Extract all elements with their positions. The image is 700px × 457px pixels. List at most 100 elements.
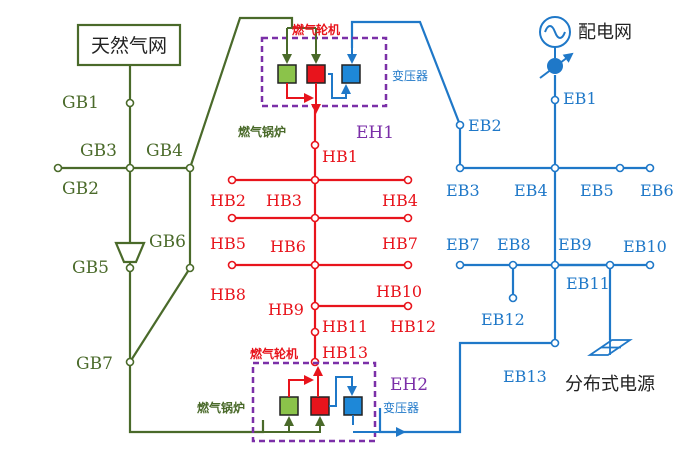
eh2-gas-to-turbine xyxy=(289,416,325,433)
gas-line-to-eh2 xyxy=(128,420,265,434)
gas-label-gb4: GB4 xyxy=(146,141,183,161)
eh1-turbine-elec xyxy=(328,73,351,99)
heat-label-hb11: HB11 xyxy=(322,317,368,336)
heat-node-hb5 xyxy=(227,260,237,270)
gas-label-gb2: GB2 xyxy=(62,179,99,199)
gas-nodes xyxy=(53,98,195,367)
eh2-turbine-label: 燃气轮机 xyxy=(250,346,298,361)
eh1-label: EH1 xyxy=(356,123,394,143)
elec-node-eb10 xyxy=(645,260,655,270)
eh1-turbine-label: 燃气轮机 xyxy=(292,22,340,37)
eh1-boiler-label: 燃气锅炉 xyxy=(238,124,286,139)
heat-label-hb1: HB1 xyxy=(322,147,358,166)
eh2-boiler-label: 燃气锅炉 xyxy=(197,400,245,415)
elec-label-eb13: EB13 xyxy=(503,367,547,386)
elec-label-eb3: EB3 xyxy=(446,181,480,200)
gas-label-gb3: GB3 xyxy=(80,141,117,161)
eh2-boundary xyxy=(251,361,377,443)
elec-node-eb9 xyxy=(550,260,560,270)
heat-node-hb4 xyxy=(403,175,413,185)
gas-label-gb1: GB1 xyxy=(62,93,99,113)
gas-node-gb4 xyxy=(185,163,195,173)
elec-label-eb11: EB11 xyxy=(566,274,610,293)
elec-node-eb13 xyxy=(550,338,560,348)
elec-node-eb12 xyxy=(508,293,518,303)
heat-label-hb12: HB12 xyxy=(390,317,436,336)
heat-node-r2c xyxy=(403,213,413,223)
heat-node-r2a xyxy=(227,213,237,223)
ac-source-icon xyxy=(539,16,571,58)
heat-node-hb7 xyxy=(403,260,413,270)
energy-hub-eh1: 燃气轮机 变压器 燃气锅炉 EH1 xyxy=(238,22,428,143)
elec-grid-label: 配电网 xyxy=(578,22,632,43)
heat-node-hb10 xyxy=(403,301,413,311)
eh1-boiler-heat xyxy=(286,83,314,103)
heat-label-hb5: HB5 xyxy=(210,234,246,253)
heat-label-hb13: HB13 xyxy=(322,343,368,362)
heat-label-hb9: HB9 xyxy=(268,300,304,319)
heat-node-hb9 xyxy=(310,301,320,311)
elec-line-eh1-to-eb4 xyxy=(350,20,462,168)
elec-node-eb8 xyxy=(508,260,518,270)
eh2-transformer-label: 变压器 xyxy=(383,400,419,415)
gas-network xyxy=(58,16,294,434)
eh2-boiler-heat xyxy=(288,375,314,397)
heat-label-hb4: HB4 xyxy=(382,191,418,210)
compressor-icon xyxy=(114,241,146,264)
eh1-boiler-box xyxy=(277,64,297,84)
elec-label-eb1: EB1 xyxy=(563,89,597,108)
elec-node-eb2 xyxy=(455,120,465,130)
heat-network xyxy=(232,110,408,365)
gas-label-gb7: GB7 xyxy=(76,354,113,374)
eh2-boiler-box xyxy=(279,396,299,416)
elec-label-eb5: EB5 xyxy=(580,181,614,200)
gas-label-gb5: GB5 xyxy=(72,258,109,278)
solar-panel-icon xyxy=(587,339,633,356)
elec-label-eb10: EB10 xyxy=(623,237,667,256)
eh1-boundary xyxy=(260,36,388,108)
heat-node-hb2 xyxy=(227,175,237,185)
gas-node-gb3 xyxy=(125,163,135,173)
eh2-label: EH2 xyxy=(390,375,428,395)
elec-label-eb6: EB6 xyxy=(640,181,674,200)
heat-node-hb1 xyxy=(310,140,320,150)
eh2-transformer-box xyxy=(343,396,363,416)
gas-node-gb6 xyxy=(185,263,195,273)
gas-node-gb2 xyxy=(53,163,63,173)
heat-node-hb6 xyxy=(310,260,320,270)
elec-label-eb12: EB12 xyxy=(481,310,525,329)
gas-node-gb1 xyxy=(125,98,135,108)
gas-node-gb7 xyxy=(125,357,135,367)
gas-line-gb4-to-eh1 xyxy=(188,16,294,169)
eh2-turbine-elec xyxy=(329,376,357,407)
eh1-transformer-label: 变压器 xyxy=(392,68,428,83)
gas-line-gb6-gb7 xyxy=(129,267,191,363)
elec-node-eb5 xyxy=(615,163,625,173)
elec-label-eb2: EB2 xyxy=(468,116,502,135)
heat-label-hb8: HB8 xyxy=(210,285,246,304)
elec-label-eb9: EB9 xyxy=(558,235,592,254)
eh1-transformer-box xyxy=(341,64,361,84)
heat-label-hb7: HB7 xyxy=(382,234,418,253)
energy-hub-eh2: 燃气轮机 燃气锅炉 EH2 变压器 xyxy=(197,346,428,443)
elec-node-eb3 xyxy=(455,163,465,173)
transformer-symbol-icon xyxy=(539,52,574,79)
heat-label-hb6: HB6 xyxy=(270,237,306,256)
elec-nodes xyxy=(455,95,655,348)
eh1-turbine-box xyxy=(306,64,326,84)
heat-nodes xyxy=(227,140,413,367)
heat-node-hb11 xyxy=(310,327,320,337)
elec-node-eb7 xyxy=(455,260,465,270)
elec-label-eb7: EB7 xyxy=(446,235,480,254)
heat-node-r2b xyxy=(310,213,320,223)
heat-label-hb3: HB3 xyxy=(266,191,302,210)
gas-node-gb5 xyxy=(125,263,135,273)
heat-node-hb3 xyxy=(310,175,320,185)
elec-node-eb6 xyxy=(645,163,655,173)
elec-label-eb4: EB4 xyxy=(514,181,548,200)
electric-network xyxy=(350,20,650,434)
elec-node-eb1 xyxy=(550,95,560,105)
elec-node-eb11 xyxy=(605,260,615,270)
gas-source-label: 天然气网 xyxy=(91,35,167,57)
